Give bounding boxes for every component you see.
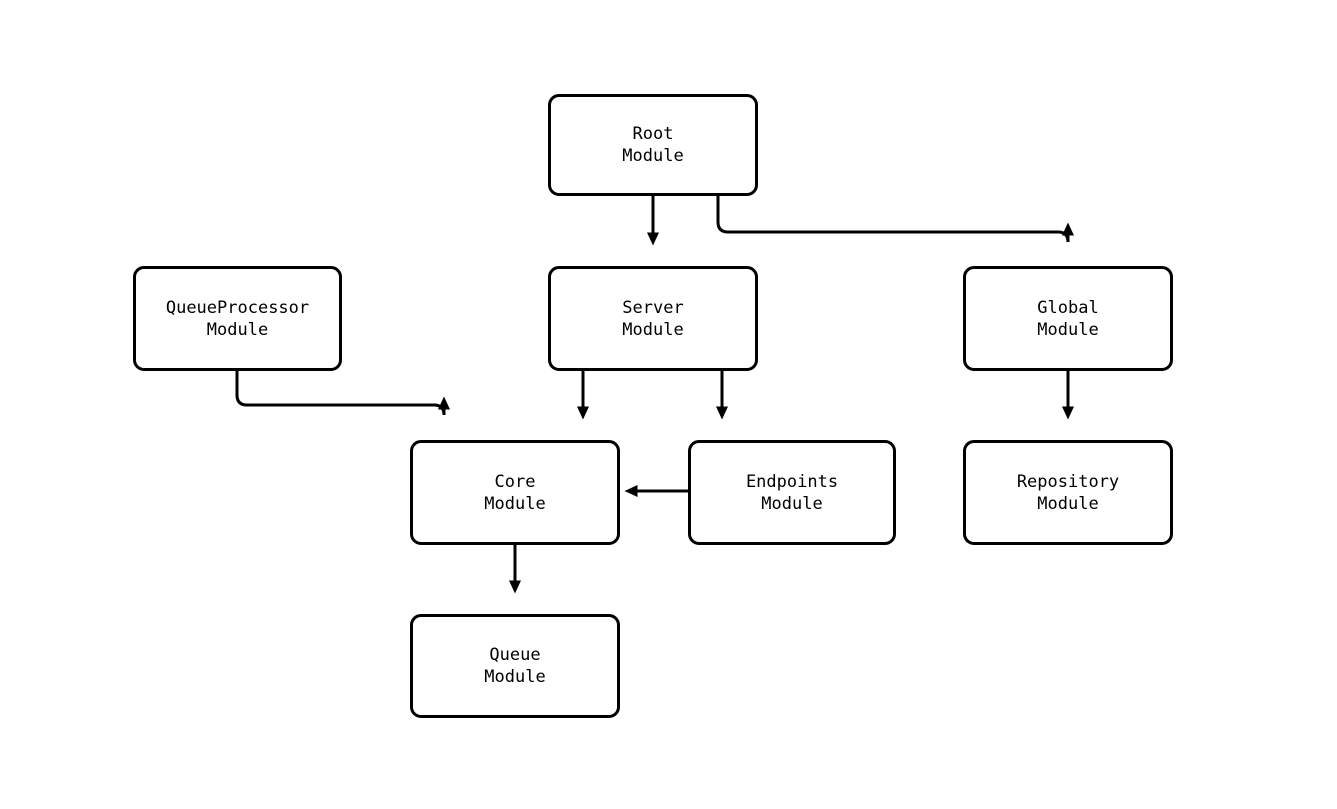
node-endpoints-module-line2: Module	[761, 493, 823, 514]
node-core-module[interactable]: Core Module	[410, 440, 620, 545]
node-global-module[interactable]: Global Module	[963, 266, 1173, 371]
node-server-module-line1: Server	[622, 297, 684, 318]
node-global-module-line2: Module	[1037, 319, 1099, 340]
node-repository-module-line1: Repository	[1016, 471, 1120, 492]
node-core-module-line1: Core	[494, 471, 536, 492]
node-queue-module-line1: Queue	[489, 645, 541, 665]
edge-root-to-global	[716, 196, 1074, 243]
node-root-module[interactable]: Root Module	[548, 94, 758, 196]
node-queueprocessor-module-line1: QueueProcessor	[165, 297, 310, 318]
node-repository-module-line2: Module	[1037, 493, 1099, 514]
node-queue-module[interactable]: Queue Module	[410, 614, 620, 718]
node-queueprocessor-module[interactable]: QueueProcessor Module	[133, 266, 342, 371]
node-core-module-line2: Module	[484, 493, 546, 514]
node-server-module-line2: Module	[622, 319, 684, 340]
edge-queueprocessor-to-core	[235, 371, 450, 416]
node-server-module[interactable]: Server Module	[548, 266, 758, 371]
node-endpoints-module[interactable]: Endpoints Module	[688, 440, 896, 545]
node-root-module-line2: Module	[622, 146, 684, 166]
node-endpoints-module-line1: Endpoints	[745, 471, 839, 492]
node-root-module-line1: Root	[632, 124, 674, 144]
node-queueprocessor-module-line2: Module	[206, 319, 269, 340]
node-repository-module[interactable]: Repository Module	[963, 440, 1173, 545]
node-queue-module-line2: Module	[484, 667, 546, 687]
node-global-module-line1: Global	[1037, 297, 1099, 318]
